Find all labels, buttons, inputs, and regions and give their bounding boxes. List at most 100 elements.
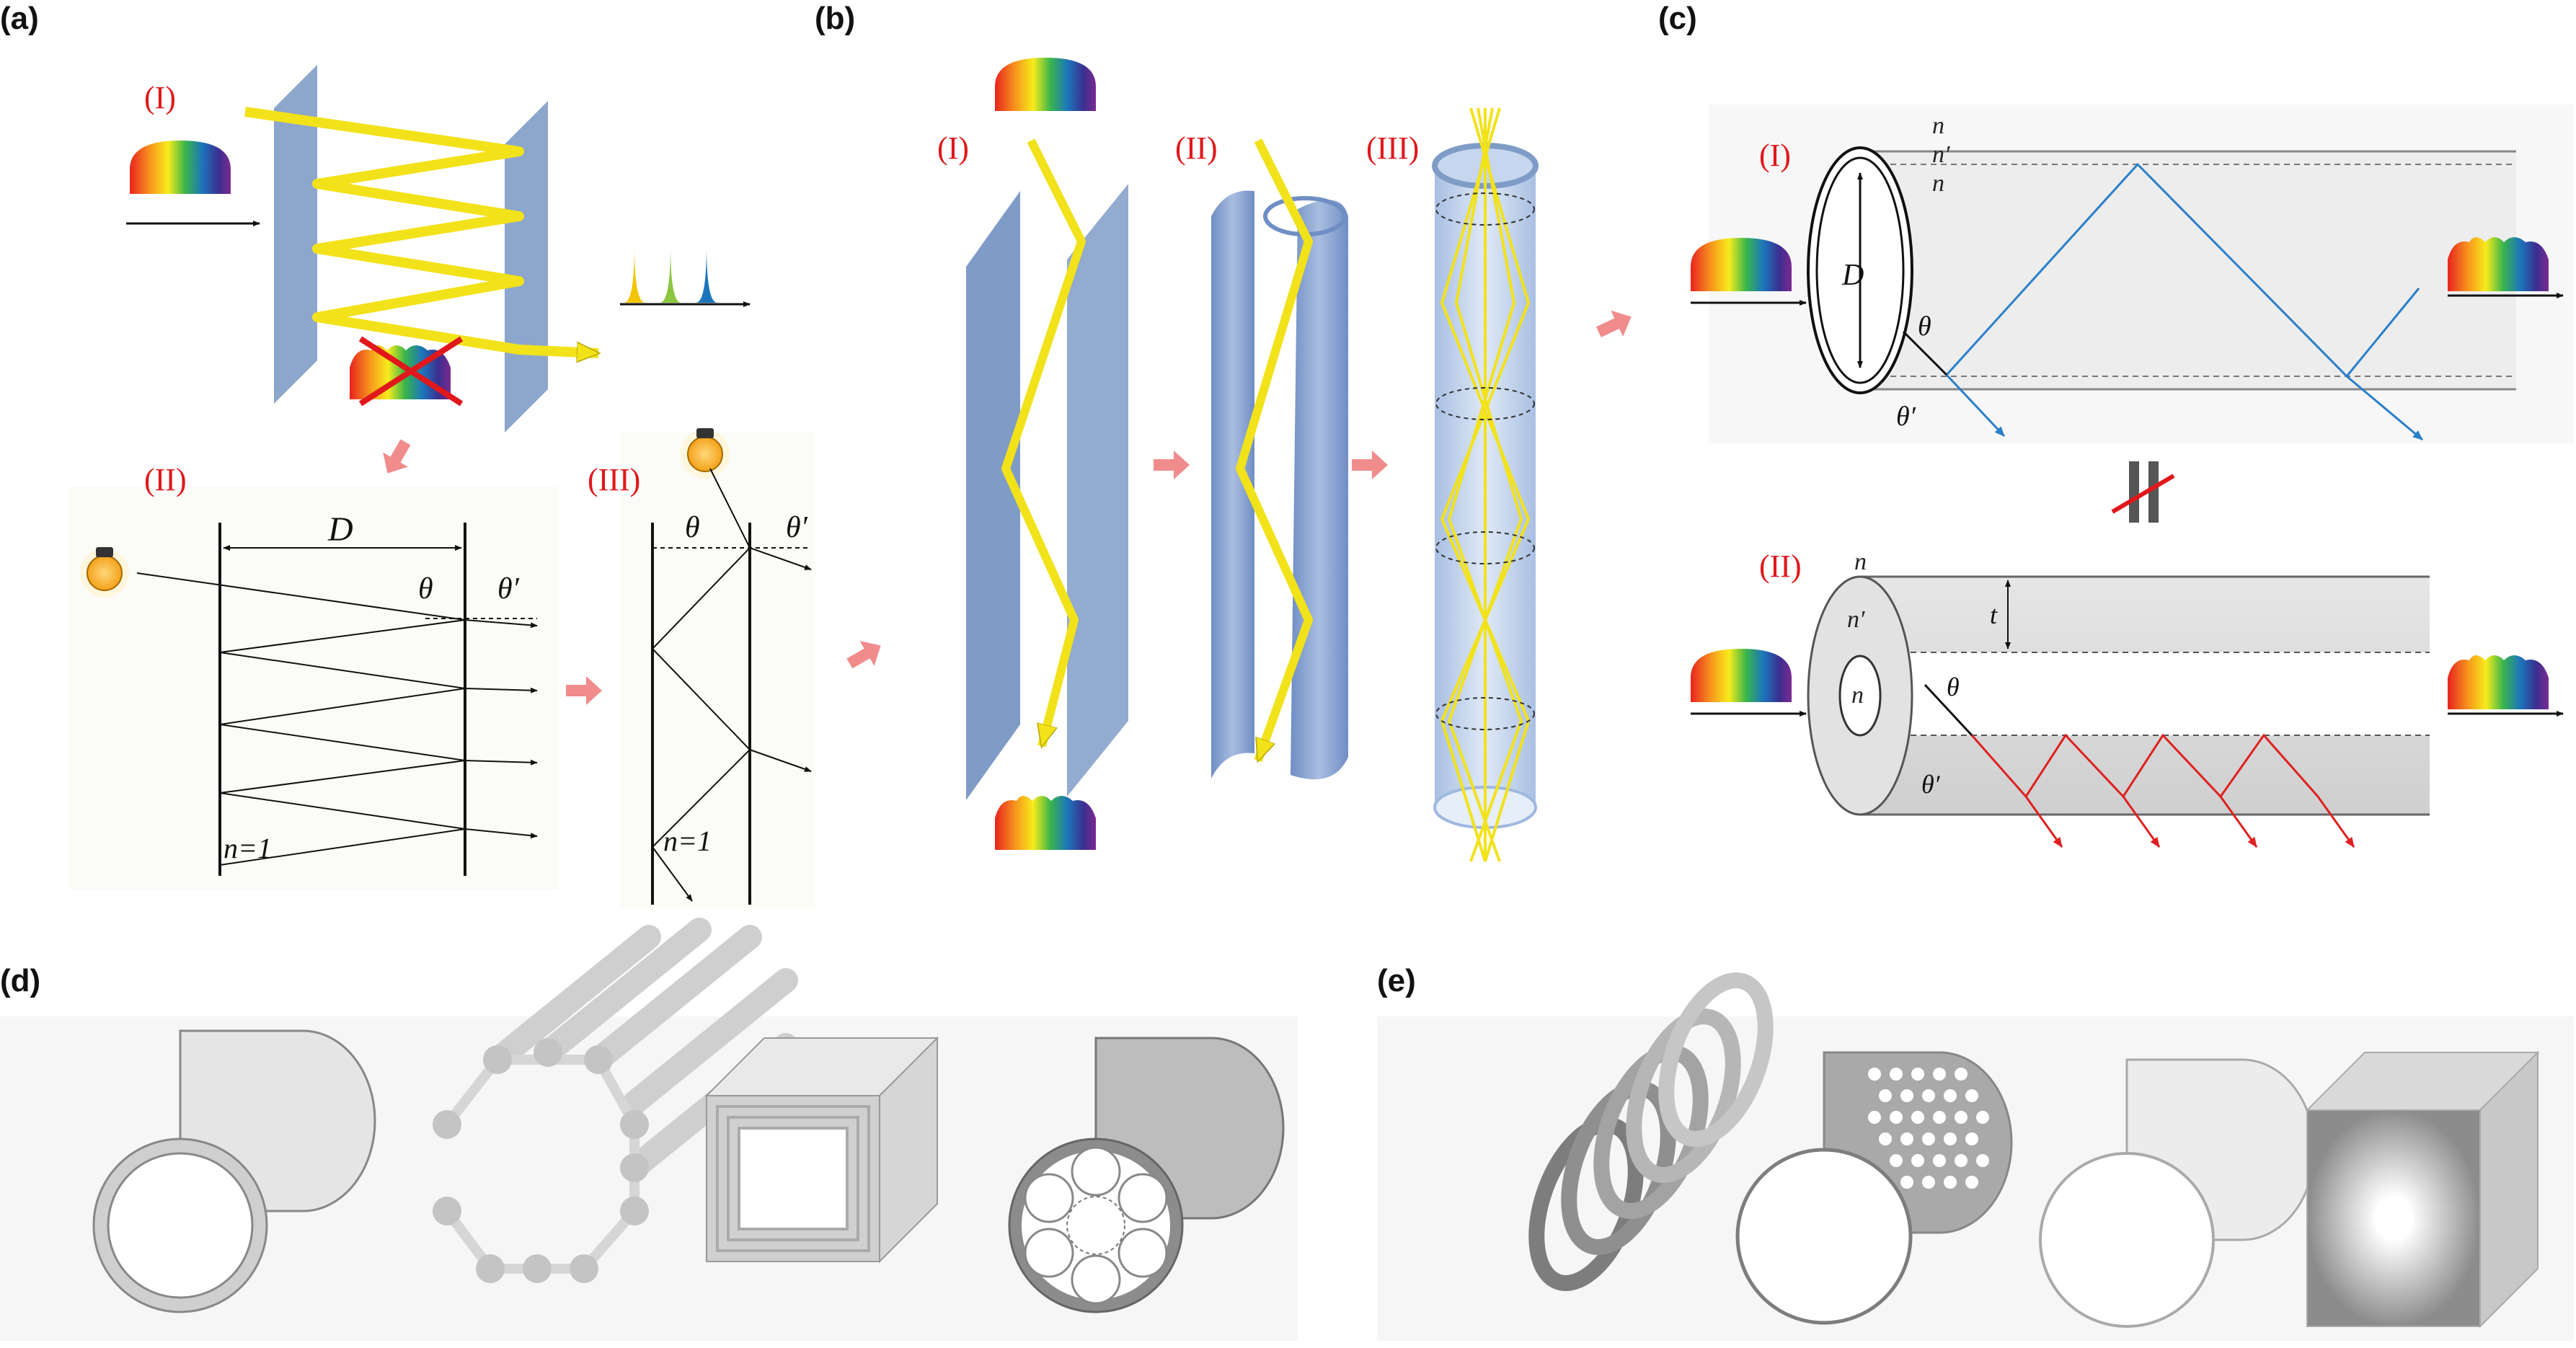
- panel-e: (e): [1377, 963, 2574, 1341]
- zigzag-beam: [244, 107, 598, 353]
- c-I-ring-inner: [1815, 156, 1905, 384]
- c-II-t: t: [1990, 600, 1998, 629]
- c-I-guided-ray: [1945, 162, 2348, 378]
- equal-bar-1: [2129, 461, 2139, 523]
- d-nested-tubes: [1008, 1037, 1285, 1313]
- c-I-reflect-2: [2345, 288, 2420, 377]
- zigzag-ray: [136, 572, 466, 830]
- b-output-spectrum: [995, 796, 1096, 850]
- d-rod-cladding: [433, 918, 798, 1283]
- c-I-n-prime: n′: [1932, 141, 1950, 168]
- c-II-leak-4: [2316, 796, 2355, 848]
- c-I-leak-ray-2: [2346, 375, 2423, 441]
- arrow-b-to-c: [1592, 303, 1638, 345]
- panel-b-II-label: (II): [1175, 130, 1218, 166]
- exit-ray-1: [464, 619, 538, 629]
- e-solid-box: [2305, 1050, 2540, 1329]
- c-II-theta: θ: [1947, 673, 1960, 701]
- c-II-n-inner: n: [1851, 682, 1864, 709]
- peak-yellow: [624, 245, 645, 303]
- panel-b-II: (II): [1175, 130, 1348, 780]
- tube-rays: [1440, 107, 1531, 862]
- var-theta-prime: θ′: [497, 572, 520, 606]
- var-theta-III: θ: [685, 511, 700, 544]
- exit-ray-3: [464, 759, 538, 766]
- panel-c-I-label: (I): [1759, 138, 1791, 173]
- c-II-output-spectrum: [2448, 655, 2549, 709]
- c-II-n-prime: n′: [1847, 606, 1865, 633]
- panel-a: (a) (I) (II) D: [0, 1, 888, 908]
- panel-a-III-label: (III): [588, 462, 640, 497]
- half-tube-left: [1211, 190, 1254, 779]
- c-I-tube-body: [1860, 151, 2516, 389]
- c-I-n-bottom: n: [1932, 170, 1944, 197]
- b-plate-left: [966, 191, 1020, 800]
- var-D: D: [327, 510, 353, 549]
- panel-c-II: (II) n n n′ t θ θ′: [1691, 549, 2564, 848]
- panel-b-III: (III): [1366, 107, 1539, 862]
- var-theta: θ: [418, 572, 433, 606]
- c-I-output-spectrum: [2448, 237, 2549, 291]
- input-spectrum: [130, 141, 231, 194]
- panel-d: (d): [0, 918, 1298, 1341]
- n-label-III: n=1: [663, 825, 712, 857]
- panel-a-II: (II) D θ θ′ n=1: [68, 462, 559, 890]
- exit-III-1: [749, 547, 812, 570]
- exit-ray-4: [464, 828, 538, 839]
- c-I-theta: θ: [1918, 311, 1931, 342]
- c-I-var-D: D: [1841, 259, 1864, 292]
- arrow-a-to-b: [842, 633, 888, 676]
- arrow-a-I-II: [375, 435, 418, 481]
- panel-c-label: (c): [1658, 1, 1697, 36]
- b-beam-I: [1001, 138, 1086, 746]
- b-beam-II: [1236, 138, 1313, 761]
- tube-cross-sections: [1435, 192, 1535, 730]
- c-II-hole: [1838, 655, 1882, 737]
- d-hollow-tube: [92, 1029, 376, 1313]
- c-I-leak-ray-1: [1945, 373, 2006, 438]
- b-input-spectrum: [995, 58, 1096, 111]
- c-II-input-spectrum: [1691, 649, 1792, 702]
- c-I-input-spectrum: [1691, 238, 1792, 291]
- e-thin-tube: [2039, 1058, 2316, 1328]
- arrow-b-I-II: [1154, 451, 1190, 479]
- exit-ray-2: [464, 687, 538, 693]
- plate-left: [274, 65, 317, 404]
- c-II-leak-2: [2122, 796, 2161, 848]
- b-plate-right: [1067, 184, 1128, 797]
- c-II-incident: [1924, 683, 1973, 737]
- zigzag-ray-tail: [219, 828, 466, 866]
- c-II-core: [1860, 652, 2430, 735]
- panel-b-III-label: (III): [1366, 130, 1419, 166]
- panel-a-III: (III) θ θ′ n=1: [588, 427, 815, 908]
- equal-bar-2: [2148, 461, 2159, 523]
- panel-a-label: (a): [0, 1, 39, 36]
- c-II-leak-3: [2219, 796, 2258, 848]
- not-slash: [2111, 474, 2175, 514]
- panel-a-II-label: (II): [144, 462, 187, 497]
- c-II-n-outer: n: [1854, 549, 1867, 575]
- c-I-theta-prime: θ′: [1896, 402, 1916, 432]
- cross-line-2: [358, 336, 464, 407]
- zigzag-ray-III: [651, 468, 751, 848]
- panel-d-label: (d): [0, 963, 40, 998]
- d-square-box: [704, 1036, 939, 1264]
- arrow-a-II-III: [566, 676, 602, 705]
- panel-c-I: (I) D n n′ n θ θ′: [1691, 105, 2574, 443]
- c-II-zigzag-ray: [1970, 733, 2319, 799]
- exit-III-2: [749, 749, 812, 772]
- panel-e-label: (e): [1377, 963, 1416, 998]
- panel-b-label: (b): [815, 1, 855, 36]
- panel-a-I-label: (I): [144, 80, 176, 115]
- panel-a-III-bg: [620, 433, 815, 908]
- exit-III-3: [652, 846, 693, 902]
- panel-c-II-label: (II): [1759, 549, 1802, 584]
- e-perforated-tube: [1735, 1051, 2013, 1325]
- c-II-leak-1: [2024, 796, 2063, 848]
- c-I-incident: [1902, 330, 1948, 376]
- n-label-II: n=1: [223, 832, 272, 864]
- c-I-n-top: n: [1932, 112, 1944, 139]
- e-ring-stack: [1528, 972, 1774, 1291]
- peak-blue: [696, 245, 717, 303]
